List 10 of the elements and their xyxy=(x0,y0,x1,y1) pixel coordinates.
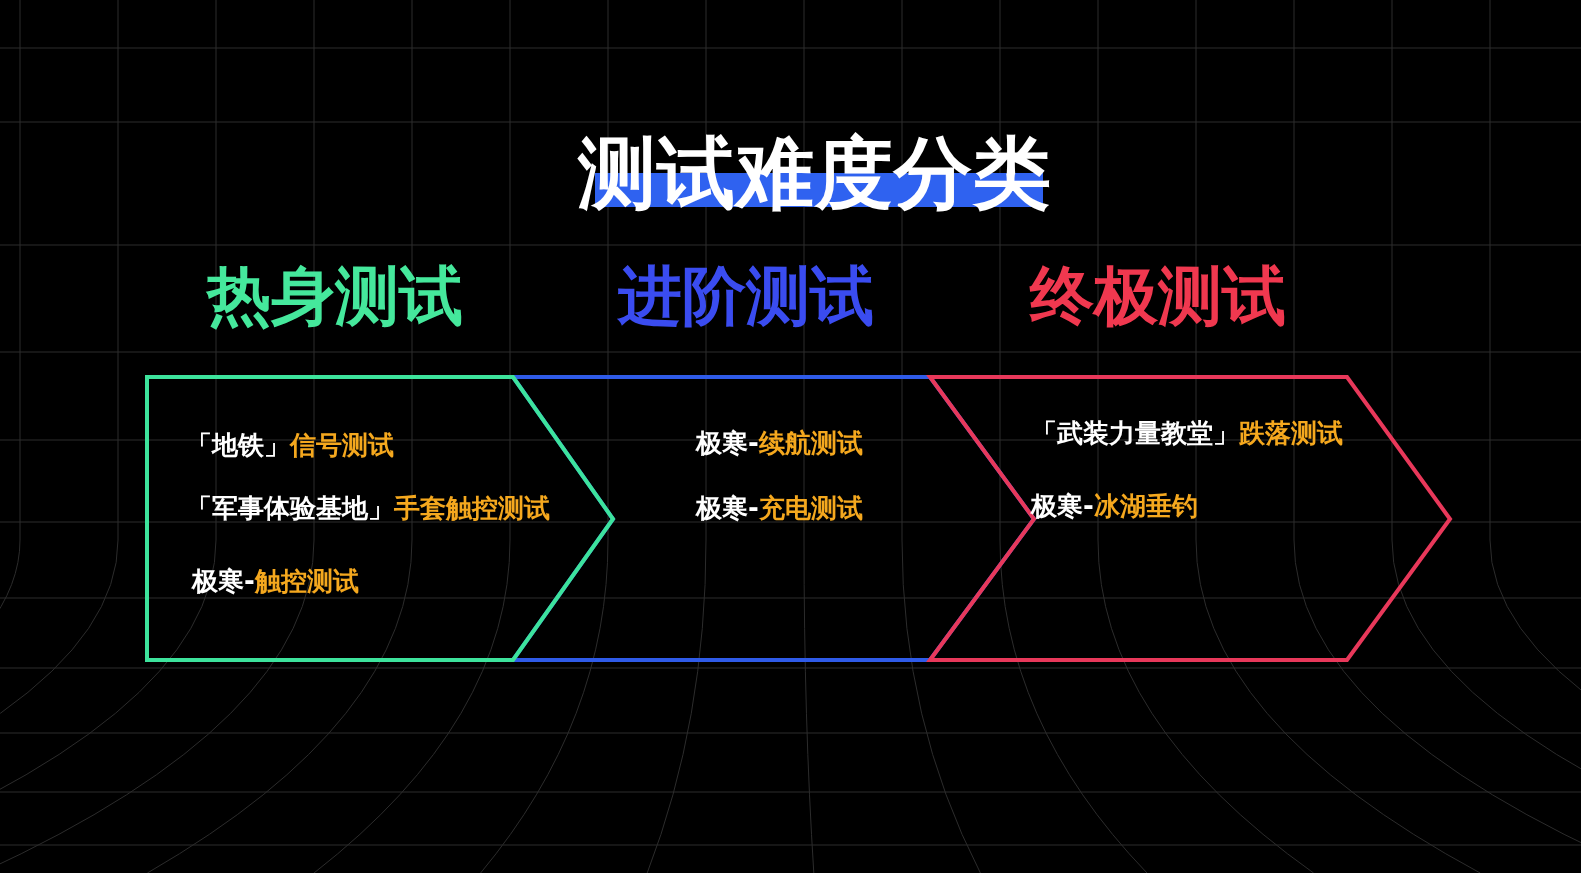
test-item: 极寒-续航测试 xyxy=(696,429,863,459)
stage-heading: 进阶测试 xyxy=(618,263,874,331)
test-item: 极寒-触控测试 xyxy=(192,567,359,597)
stage-heading: 终极测试 xyxy=(1030,263,1286,331)
stage-heading: 热身测试 xyxy=(207,263,463,331)
test-item: 「地铁」信号测试 xyxy=(186,431,394,461)
test-item: 「武装力量教堂」跌落测试 xyxy=(1031,419,1343,449)
test-item: 极寒-冰湖垂钓 xyxy=(1031,492,1198,522)
test-item: 「军事体验基地」手套触控测试 xyxy=(186,494,550,524)
test-item: 极寒-充电测试 xyxy=(696,494,863,524)
